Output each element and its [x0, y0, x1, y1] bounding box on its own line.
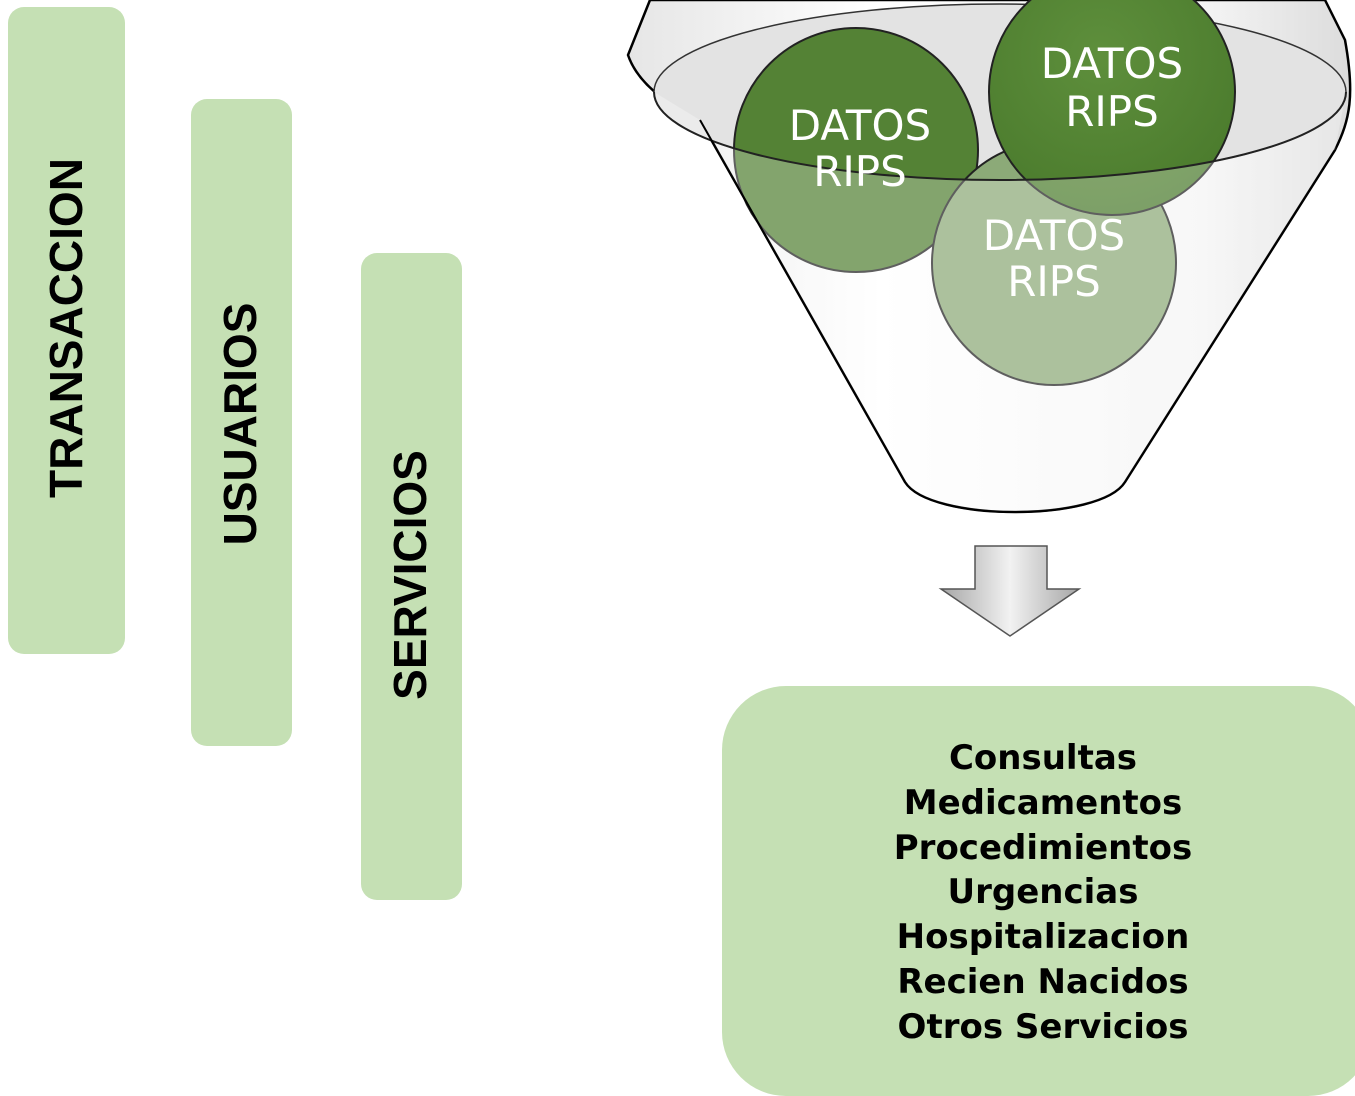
down-arrow-icon	[938, 545, 1082, 637]
result-item: Otros Servicios	[897, 1006, 1189, 1047]
circle-left-line1: DATOS	[789, 101, 931, 150]
result-list: Consultas Medicamentos Procedimientos Ur…	[722, 736, 1355, 1050]
result-item: Recien Nacidos	[897, 961, 1189, 1002]
circle-right-line1: DATOS	[1041, 39, 1183, 88]
result-item: Medicamentos	[903, 782, 1183, 823]
category-bar-servicios	[361, 253, 462, 900]
result-item: Hospitalizacion	[896, 917, 1190, 958]
result-item: Procedimientos	[893, 827, 1193, 868]
result-item: Urgencias	[947, 872, 1139, 913]
result-box	[722, 686, 1355, 1096]
circle-rips-left	[733, 27, 979, 273]
circle-right-line2: RIPS	[1065, 87, 1159, 136]
funnel-front-rim	[654, 92, 1346, 512]
result-item: Consultas	[948, 738, 1138, 778]
circle-left-line2: RIPS	[813, 147, 907, 196]
category-bar-transaccion	[8, 7, 125, 654]
circle-bottom-line2: RIPS	[1007, 257, 1101, 306]
circle-bottom-line1: DATOS	[983, 211, 1125, 260]
category-bar-usuarios	[191, 99, 292, 746]
circle-rips-right	[988, 0, 1236, 216]
